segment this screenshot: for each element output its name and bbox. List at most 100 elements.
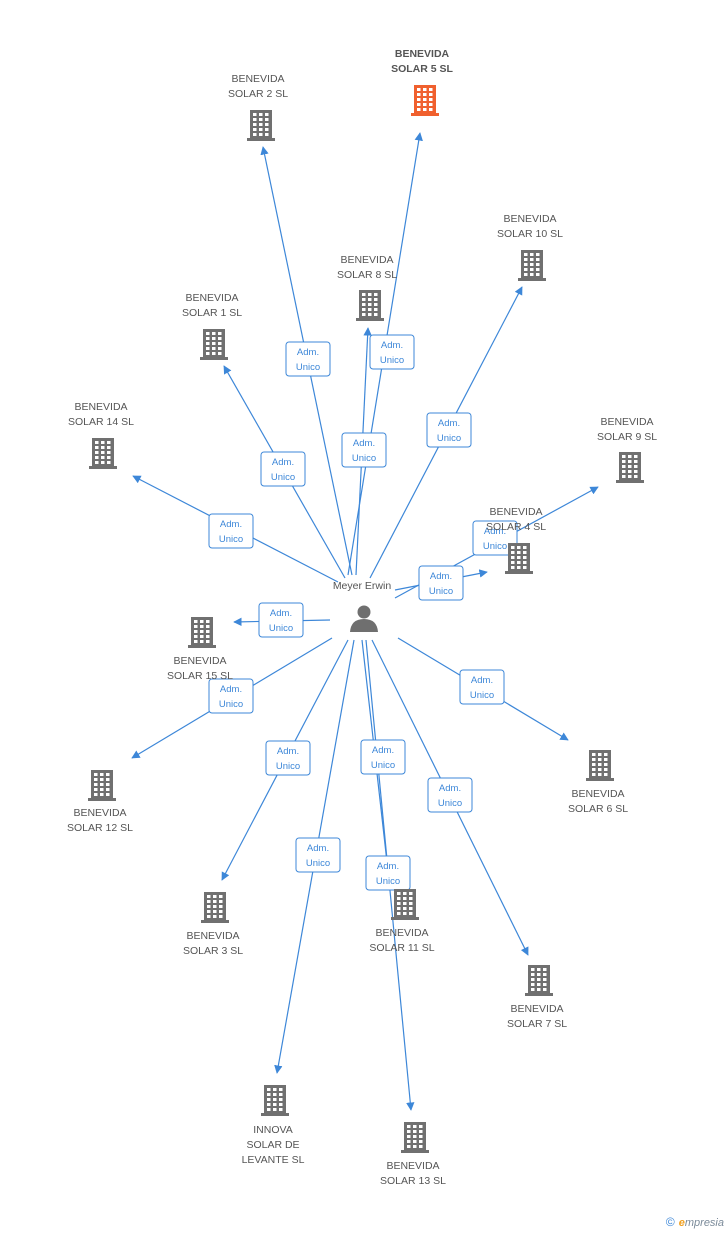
edge-label-line: Adm. bbox=[297, 347, 319, 358]
edge-label-line: Adm. bbox=[484, 526, 506, 537]
edge-label-solar13[interactable]: Adm.Unico bbox=[365, 855, 411, 891]
company-name-line: SOLAR 15 SL bbox=[167, 670, 233, 682]
company-name-line: BENEVIDA bbox=[386, 1160, 439, 1172]
edge-label-line: Adm. bbox=[277, 746, 299, 757]
center-node[interactable]: Meyer Erwin bbox=[333, 580, 392, 632]
company-node-solar1[interactable]: BENEVIDA SOLAR 1 SL bbox=[182, 292, 242, 360]
company-name-line: SOLAR DE bbox=[246, 1139, 299, 1151]
edge-label-solar7[interactable]: Adm. Unico bbox=[427, 777, 473, 813]
edge-label-solar9[interactable]: Adm. Unico bbox=[472, 520, 518, 556]
company-name-line: BENEVIDA bbox=[231, 73, 284, 85]
edge-label-line: Adm. bbox=[270, 608, 292, 619]
edge-label-line: Adm. bbox=[307, 843, 329, 854]
building-icon bbox=[188, 617, 216, 648]
brand-logo: empresia bbox=[678, 1217, 724, 1229]
company-name-line: BENEVIDA bbox=[503, 213, 556, 225]
edge-label-line: Unico bbox=[352, 453, 376, 464]
edge-label-line: Adm. bbox=[220, 519, 242, 530]
edge-label-solar10[interactable]: Adm. Unico bbox=[426, 412, 472, 448]
edge-label-line: Unico bbox=[438, 798, 462, 809]
company-name-line: INNOVA bbox=[253, 1124, 292, 1136]
building-icon bbox=[586, 750, 614, 781]
company-node-solar12[interactable]: BENEVIDA SOLAR 12 SL bbox=[67, 770, 133, 834]
building-icon bbox=[247, 110, 275, 141]
edge-label-line: Adm. bbox=[439, 783, 461, 794]
company-node-solar10[interactable]: BENEVIDA SOLAR 10 SL bbox=[497, 213, 563, 281]
company-name-line: SOLAR 10 SL bbox=[497, 228, 563, 240]
edge-label-line: Unico bbox=[276, 761, 300, 772]
building-icon bbox=[88, 770, 116, 801]
company-name-line: BENEVIDA bbox=[489, 506, 542, 518]
edge-label-solar8[interactable]: Adm. Unico bbox=[341, 432, 387, 468]
building-icon bbox=[401, 1122, 429, 1153]
edge-label-line: Unico bbox=[437, 433, 461, 444]
company-name-line: SOLAR 6 SL bbox=[568, 803, 628, 815]
edge-label-line: Unico bbox=[483, 541, 507, 552]
company-name-line: SOLAR 3 SL bbox=[183, 945, 243, 957]
footer-brand: ©empresia bbox=[666, 1215, 724, 1229]
edge-label-line: Unico bbox=[296, 362, 320, 373]
edge-label-line: Adm. bbox=[353, 438, 375, 449]
edge-label-line: Unico bbox=[380, 355, 404, 366]
edge-label-solar11[interactable]: Adm. Unico bbox=[360, 739, 406, 775]
edges-layer: Adm.UnicoAdm.UnicoAdm.UnicoAdm.UnicoAdm.… bbox=[131, 132, 599, 1111]
edge-label-solar6[interactable]: Adm.Unico bbox=[459, 669, 505, 705]
company-name-line: BENEVIDA bbox=[73, 807, 126, 819]
edge-label-solar14[interactable]: Adm.Unico bbox=[208, 513, 254, 549]
edge-label-line: Unico bbox=[371, 760, 395, 771]
company-node-solar4[interactable]: BENEVIDA SOLAR 4 SL bbox=[486, 506, 546, 574]
edge-label-solar12[interactable]: Adm.Unico bbox=[208, 678, 254, 714]
edge-label-innova[interactable]: Adm.Unico bbox=[295, 837, 341, 873]
edge-label-solar2[interactable]: Adm. Unico bbox=[285, 341, 331, 377]
copyright-symbol: © bbox=[665, 1215, 675, 1229]
building-icon bbox=[356, 290, 384, 321]
edge-label-solar3[interactable]: Adm. Unico bbox=[265, 740, 311, 776]
edge-label-line: Adm. bbox=[438, 418, 460, 429]
building-icon bbox=[391, 889, 419, 920]
edge-label-line: Adm. bbox=[220, 684, 242, 695]
company-name-line: SOLAR 8 SL bbox=[337, 269, 397, 281]
building-icon bbox=[201, 892, 229, 923]
center-name: Meyer Erwin bbox=[333, 580, 392, 592]
building-icon bbox=[518, 250, 546, 281]
edge-label-line: Adm. bbox=[430, 571, 452, 582]
company-name-line: BENEVIDA bbox=[74, 401, 127, 413]
company-name-line: SOLAR 12 SL bbox=[67, 822, 133, 834]
company-name-line: SOLAR 1 SL bbox=[182, 307, 242, 319]
building-icon bbox=[616, 452, 644, 483]
company-node-solar2[interactable]: BENEVIDA SOLAR 2 SL bbox=[228, 73, 288, 141]
company-name-line: LEVANTE SL bbox=[242, 1154, 305, 1166]
company-name-line: SOLAR 7 SL bbox=[507, 1018, 567, 1030]
company-name-line: SOLAR 2 SL bbox=[228, 88, 288, 100]
edge-label-solar1[interactable]: Adm.Unico bbox=[260, 451, 306, 487]
company-name-line: BENEVIDA bbox=[186, 930, 239, 942]
edge-label-line: Adm. bbox=[272, 457, 294, 468]
company-name-line: SOLAR 5 SL bbox=[391, 63, 453, 75]
edge-label-line: Adm. bbox=[381, 340, 403, 351]
building-icon bbox=[200, 329, 228, 360]
company-node-innova[interactable]: INNOVA SOLAR DE LEVANTE SL bbox=[242, 1085, 305, 1166]
company-node-solar3[interactable]: BENEVIDA SOLAR 3 SL bbox=[183, 892, 243, 957]
edge-label-line: Unico bbox=[429, 586, 453, 597]
person-icon bbox=[350, 605, 378, 632]
company-name-line: BENEVIDA bbox=[395, 48, 450, 60]
company-node-solar5[interactable]: BENEVIDA SOLAR 5 SL bbox=[391, 48, 454, 116]
company-name-line: SOLAR 11 SL bbox=[369, 942, 434, 954]
edge-label-solar4[interactable]: Adm. Unico bbox=[418, 565, 464, 601]
company-name-line: SOLAR 4 SL bbox=[486, 521, 546, 533]
building-icon bbox=[525, 965, 553, 996]
edge-label-solar15[interactable]: Adm.Unico bbox=[258, 602, 304, 638]
company-name-line: BENEVIDA bbox=[185, 292, 238, 304]
edge-label-solar5[interactable]: Adm. Unico bbox=[369, 334, 415, 370]
edge-label-line: Adm. bbox=[372, 745, 394, 756]
